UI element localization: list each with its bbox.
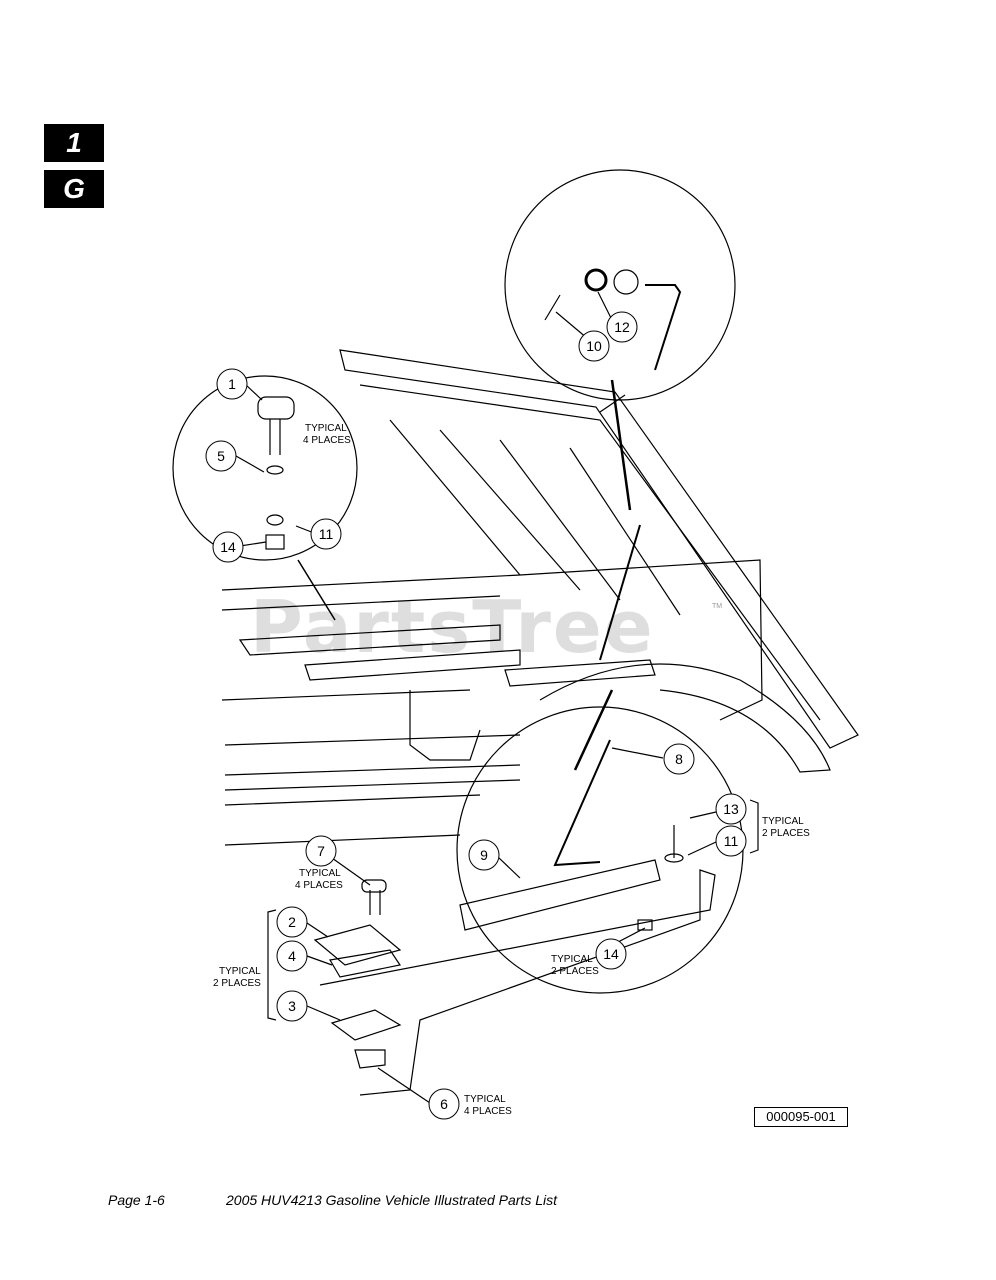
bracket-9 xyxy=(459,859,661,931)
footer-document-title: 2005 HUV4213 Gasoline Vehicle Illustrate… xyxy=(226,1192,557,1208)
shim-4 xyxy=(329,949,401,978)
note-typical-2-top-l1: TYPICAL xyxy=(762,816,804,827)
frame-rail-lower xyxy=(304,649,521,681)
svg-text:4: 4 xyxy=(288,948,296,964)
callout-1: 1 xyxy=(216,368,248,400)
callout-11-upper: 11 xyxy=(310,518,342,550)
frame-rail-upper xyxy=(238,624,501,656)
note-typical-2-top-l2: 2 PLACES xyxy=(762,828,810,839)
bracket-typical-top xyxy=(749,799,759,854)
cargo-box-outline xyxy=(221,559,763,721)
callout-6: 6 xyxy=(428,1088,460,1120)
fender-arc xyxy=(539,663,831,773)
detail-circle-pivot xyxy=(504,169,736,401)
note-typical-4-bumper-l1: TYPICAL xyxy=(305,423,347,434)
note-typical-4-bumper-l2: 4 PLACES xyxy=(303,435,351,446)
callout-13: 13 xyxy=(715,793,747,825)
arrow-rod xyxy=(573,689,614,771)
svg-text:11: 11 xyxy=(724,833,739,849)
callout-8: 8 xyxy=(663,743,695,775)
callout-12: 12 xyxy=(606,311,638,343)
callout-10: 10 xyxy=(578,330,610,362)
note-typical-2-mid-l2: 2 PLACES xyxy=(551,966,599,977)
callout-4: 4 xyxy=(276,940,308,972)
cargo-lid xyxy=(339,349,859,749)
svg-text:1: 1 xyxy=(228,376,236,392)
note-typical-4-nut-l2: 4 PLACES xyxy=(464,1106,512,1117)
svg-text:5: 5 xyxy=(217,448,225,464)
support-rod xyxy=(599,524,641,661)
callout-11-lower: 11 xyxy=(715,825,747,857)
callout-2: 2 xyxy=(276,906,308,938)
arrow-bumper xyxy=(297,559,336,621)
bracket-typical-left xyxy=(267,909,277,1021)
svg-text:14: 14 xyxy=(603,946,619,962)
footer-page-number: Page 1-6 xyxy=(108,1192,165,1208)
svg-text:6: 6 xyxy=(440,1096,448,1112)
shim-2 xyxy=(313,924,402,966)
note-typical-2-mid-l1: TYPICAL xyxy=(551,954,593,965)
arrow-pivot xyxy=(610,379,632,511)
note-typical-4-bolt-l2: 4 PLACES xyxy=(295,880,343,891)
callout-5: 5 xyxy=(205,440,237,472)
note-typical-4-bolt-l1: TYPICAL xyxy=(299,868,341,879)
note-typical-2-left-l2: 2 PLACES xyxy=(213,978,261,989)
section-tab-letter: G xyxy=(44,170,104,208)
detail-circle-bumper xyxy=(172,375,358,561)
note-typical-4-nut-l1: TYPICAL xyxy=(464,1094,506,1105)
svg-text:3: 3 xyxy=(288,998,296,1014)
svg-text:12: 12 xyxy=(614,319,630,335)
watermark-tm: TM xyxy=(712,603,722,610)
svg-text:13: 13 xyxy=(723,801,739,817)
svg-text:10: 10 xyxy=(586,338,602,354)
svg-text:11: 11 xyxy=(319,526,334,542)
svg-text:14: 14 xyxy=(220,539,236,555)
spacer-3 xyxy=(330,1009,402,1041)
callout-3: 3 xyxy=(276,990,308,1022)
callout-14-upper: 14 xyxy=(212,531,244,563)
section-tab-chapter: 1 xyxy=(44,124,104,162)
callout-9: 9 xyxy=(468,839,500,871)
callout-14-lower: 14 xyxy=(595,938,627,970)
svg-text:9: 9 xyxy=(480,847,488,863)
figure-id-box: 000095-001 xyxy=(754,1107,848,1127)
callout-7: 7 xyxy=(305,835,337,867)
svg-text:8: 8 xyxy=(675,751,683,767)
svg-text:2: 2 xyxy=(288,914,296,930)
svg-text:7: 7 xyxy=(317,843,325,859)
note-typical-2-left-l1: TYPICAL xyxy=(219,966,261,977)
